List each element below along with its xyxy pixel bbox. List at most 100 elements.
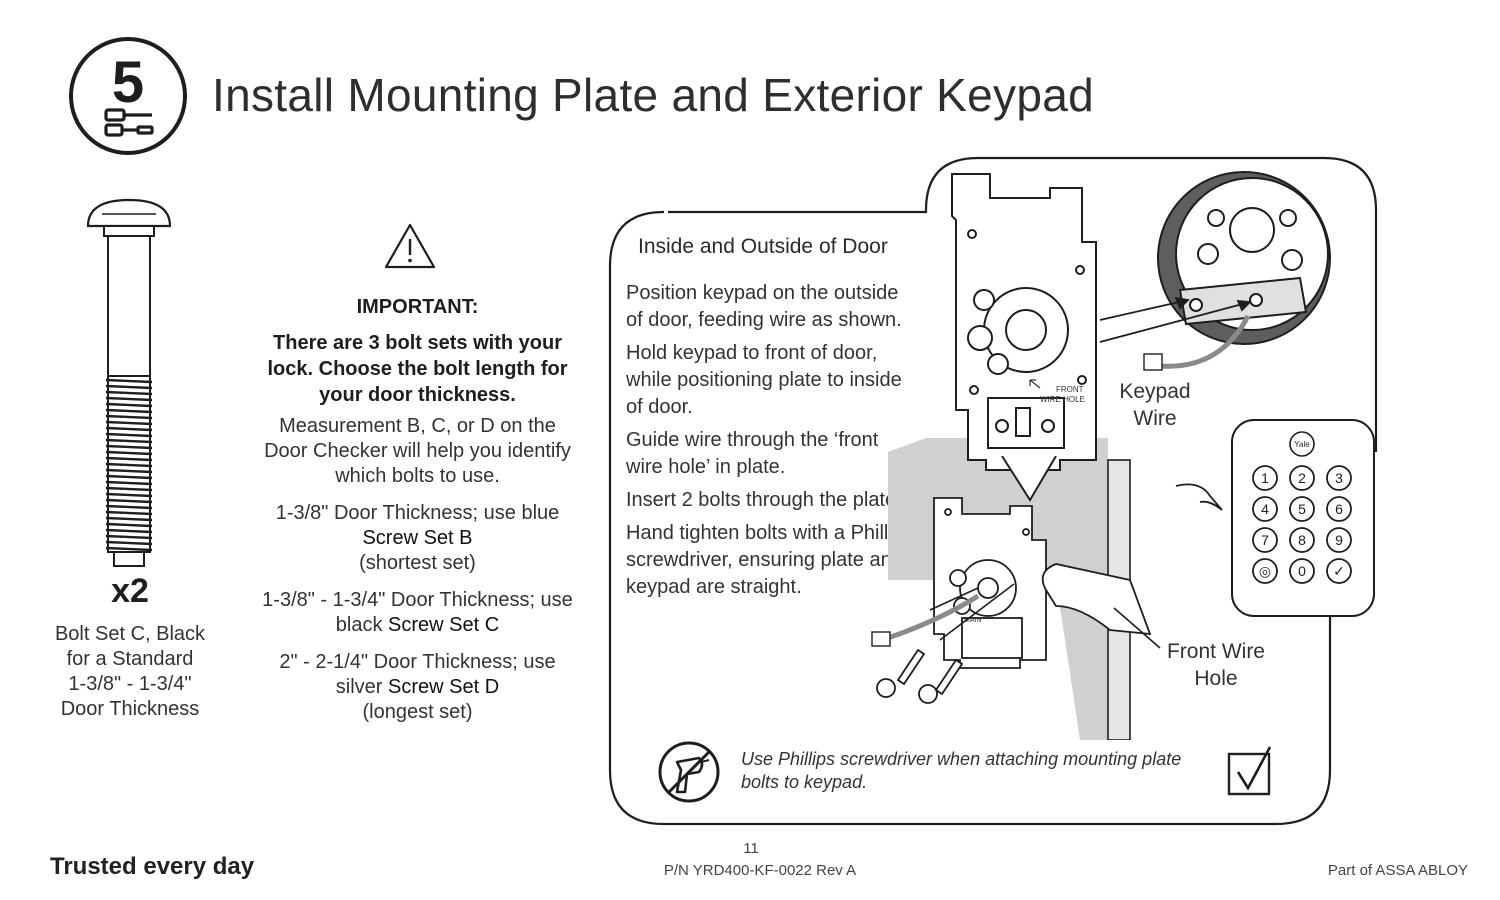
- keypad-key: [1326, 465, 1352, 491]
- bolt-caption-line: 1-3/8" - 1-3/4": [68, 673, 192, 695]
- option-suffix: (shortest set): [359, 552, 476, 574]
- no-power-drill-icon: [658, 741, 720, 803]
- footer-brand: Trusted every day: [50, 853, 255, 880]
- installation-illustration: FRONT WIRE HOLE MAIN: [871, 171, 1375, 740]
- option-prefix: 2" - 2-1/4" Door Thickness; use silver: [279, 651, 556, 698]
- important-notice: IMPORTANT: There are 3 bolt sets with yo…: [255, 294, 580, 737]
- bolt-thread: [105, 444, 153, 450]
- keypad-key-label: 7: [1261, 532, 1269, 548]
- keypad-key-label: 9: [1335, 532, 1343, 548]
- bolt-thread: [105, 402, 153, 408]
- instruction-step: Hold keypad to front of door, while posi…: [626, 342, 902, 418]
- front-wire-hole-label: Front Wire Hole: [1166, 640, 1265, 690]
- bolt-arrows: [1099, 296, 1253, 343]
- bolt-thread: [105, 420, 153, 426]
- bolt-thread: [105, 450, 153, 456]
- bolt-thread: [105, 438, 153, 444]
- page-number: 11: [743, 840, 759, 857]
- important-bold-text: There are 3 bolt sets with your lock. Ch…: [267, 332, 568, 406]
- keypad-key: [1289, 465, 1315, 491]
- plate-label-main: MAIN: [964, 617, 982, 624]
- keypad-key: [1252, 527, 1278, 553]
- keypad-key-label: ◎: [1259, 563, 1271, 579]
- keypad-brand: Yale: [1294, 440, 1310, 449]
- keypad-key-label: 8: [1298, 532, 1306, 548]
- option-suffix: (longest set): [362, 701, 473, 723]
- keypad-key: [1252, 465, 1278, 491]
- keypad-key-label: 3: [1335, 470, 1343, 486]
- phillips-note: Use Phillips screwdriver when attaching …: [741, 749, 1182, 792]
- instruction-step: Insert 2 bolts through the plate.: [626, 489, 902, 511]
- bolt-thread: [105, 456, 153, 462]
- bolt-caption: Bolt Set C, Black for a Standard 1-3/8" …: [40, 622, 220, 722]
- instruction-step: Guide wire through the ‘front wire hole’…: [626, 429, 879, 478]
- bolt-illustration: [86, 198, 172, 567]
- keypad-key-label: 6: [1335, 501, 1343, 517]
- option-prefix: 1-3/8" Door Thickness; use blue: [275, 502, 560, 524]
- bolt-thread: [105, 540, 153, 546]
- keypad-key: [1252, 496, 1278, 522]
- bolts-small: [876, 648, 964, 704]
- mounting-plate-large: [951, 173, 1097, 471]
- keypad-key-label: 4: [1261, 501, 1269, 517]
- important-heading: IMPORTANT:: [356, 296, 479, 318]
- bolt-caption-line: Door Thickness: [60, 698, 200, 720]
- keypad-key-label: 5: [1298, 501, 1306, 517]
- mounting-plate-small: [933, 497, 1047, 669]
- bolt-thread: [105, 480, 153, 486]
- plate-label-front: FRONT: [1056, 385, 1084, 394]
- option-set: Screw Set B: [362, 527, 473, 549]
- instruction-steps: Position keypad on the outside of door, …: [626, 280, 916, 607]
- bolt-thread: [105, 498, 153, 504]
- keypad-key: [1326, 558, 1352, 584]
- step-number: 5: [112, 50, 144, 115]
- keypad-wire-label: Keypad Wire: [1119, 380, 1191, 430]
- plate-label-wire-hole: WIRE HOLE: [1040, 395, 1085, 404]
- keypad-key: [1289, 527, 1315, 553]
- parent-company: Part of ASSA ABLOY: [1327, 862, 1468, 879]
- keypad-key-label: ✓: [1333, 563, 1345, 579]
- measurement-text: Measurement B, C, or D on the Door Check…: [264, 415, 571, 487]
- exterior-keypad: Yale 1 2 3 4 5 6 7 8 9 ◎ 0 ✓: [1231, 419, 1375, 617]
- keypad-key-label: 2: [1298, 470, 1306, 486]
- keypad-key: [1289, 558, 1315, 584]
- warning-triangle-icon: [384, 223, 436, 269]
- keypad-key: [1252, 558, 1278, 584]
- bolt-caption-line: Bolt Set C, Black: [54, 623, 206, 645]
- instruction-step: Hand tighten bolts with a Phillips screw…: [626, 522, 914, 598]
- bolt-thread: [105, 528, 153, 534]
- option-set: Screw Set D: [388, 676, 500, 698]
- checkbox-check-icon: [1227, 746, 1272, 796]
- keypad-key-label: 1: [1261, 470, 1269, 486]
- bolt-quantity: x2: [111, 572, 149, 610]
- keypad-back-magnified: [1157, 171, 1331, 345]
- bolt-thread: [105, 414, 153, 420]
- bolt-thread: [105, 510, 153, 516]
- keypad-key-label: 0: [1298, 563, 1306, 579]
- bolt-thread: [105, 516, 153, 522]
- bolt-thread: [105, 492, 153, 498]
- instruction-step: Position keypad on the outside of door, …: [626, 282, 902, 331]
- keypad-key: [1289, 496, 1315, 522]
- bolt-thread: [105, 504, 153, 510]
- page-title: Install Mounting Plate and Exterior Keyp…: [212, 69, 1094, 121]
- bolt-option-b: 1-3/8" Door Thickness; use blue Screw Se…: [255, 501, 580, 576]
- bolt-thread: [105, 432, 153, 438]
- bolt-thread: [105, 396, 153, 402]
- bolt-thread: [105, 426, 153, 432]
- panel-heading: Inside and Outside of Door: [638, 235, 888, 258]
- bolt-thread: [105, 408, 153, 414]
- bolt-thread: [105, 474, 153, 480]
- step-badge: 5: [69, 37, 187, 155]
- bolt-option-c: 1-3/8" - 1-3/4" Door Thickness; use blac…: [255, 588, 580, 638]
- bolt-thread: [105, 468, 153, 474]
- keypad-key: [1326, 527, 1352, 553]
- keypad-key: [1326, 496, 1352, 522]
- option-prefix: 1-3/8" - 1-3/4" Door Thickness; use blac…: [262, 589, 573, 636]
- bolt-thread: [105, 522, 153, 528]
- bolt-thread: [105, 534, 153, 540]
- bolt-thread: [105, 384, 153, 390]
- bolt-thread: [105, 546, 153, 552]
- bolt-thread: [105, 462, 153, 468]
- bolt-thread: [105, 378, 153, 384]
